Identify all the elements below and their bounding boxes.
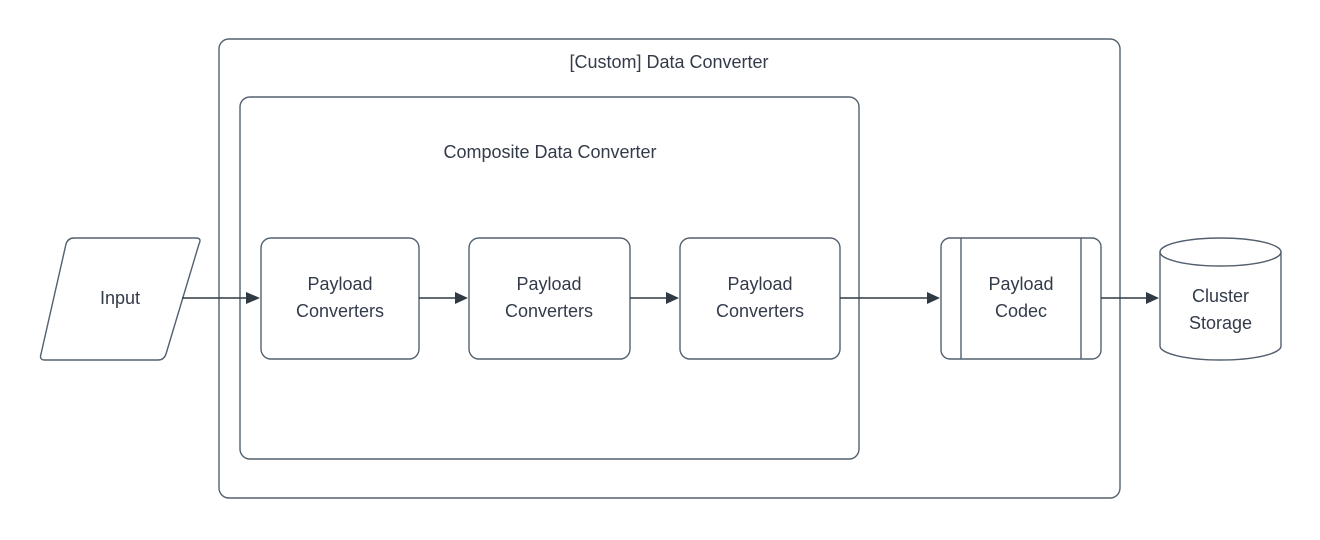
- node-payload-converters-2[interactable]: Payload Converters: [468, 237, 631, 360]
- edge-input-to-payload-converters-1[interactable]: [182, 292, 260, 304]
- edge-payload-converters-2-to-3[interactable]: [630, 292, 679, 304]
- node-cluster-storage-top-ellipse: [1159, 237, 1282, 267]
- node-payload-converters-2-label-line-2: Converters: [505, 301, 593, 321]
- node-input[interactable]: Input: [39, 237, 201, 361]
- node-payload-converters-1-shape[interactable]: [260, 237, 420, 360]
- arrow-head-right-icon: [455, 292, 468, 304]
- arrow-head-right-icon: [927, 292, 940, 304]
- node-payload-converters-3[interactable]: Payload Converters: [679, 237, 841, 360]
- node-payload-converters-3-label-line-2: Converters: [716, 301, 804, 321]
- node-cluster-storage-label-line-1: Cluster: [1192, 286, 1249, 306]
- group-custom-data-converter-label: [Custom] Data Converter: [569, 52, 768, 72]
- node-cluster-storage-label-line-2: Storage: [1189, 313, 1252, 333]
- node-payload-converters-2-label-line-1: Payload: [516, 274, 581, 294]
- node-payload-codec-shape[interactable]: [940, 237, 1102, 360]
- node-input-shape[interactable]: [39, 237, 201, 361]
- node-payload-converters-1-label-line-1: Payload: [307, 274, 372, 294]
- arrow-head-right-icon: [1146, 292, 1159, 304]
- arrow-head-right-icon: [246, 292, 260, 304]
- node-cluster-storage-body[interactable]: [1159, 251, 1282, 361]
- node-input-label: Input: [100, 288, 140, 308]
- edge-payload-converters-3-to-payload-codec[interactable]: [840, 292, 940, 304]
- node-payload-codec[interactable]: Payload Codec: [940, 237, 1102, 360]
- node-payload-converters-1-label-line-2: Converters: [296, 301, 384, 321]
- node-payload-converters-3-shape[interactable]: [679, 237, 841, 360]
- edge-payload-codec-to-cluster-storage[interactable]: [1101, 292, 1159, 304]
- node-cluster-storage[interactable]: Cluster Storage: [1159, 237, 1282, 361]
- edge-payload-converters-1-to-2[interactable]: [419, 292, 468, 304]
- node-payload-codec-label-line-1: Payload: [988, 274, 1053, 294]
- group-composite-data-converter-label: Composite Data Converter: [443, 142, 656, 162]
- node-payload-converters-3-label-line-1: Payload: [727, 274, 792, 294]
- node-payload-converters-1[interactable]: Payload Converters: [260, 237, 420, 360]
- node-payload-codec-label-line-2: Codec: [995, 301, 1047, 321]
- arrow-head-right-icon: [666, 292, 679, 304]
- node-payload-converters-2-shape[interactable]: [468, 237, 631, 360]
